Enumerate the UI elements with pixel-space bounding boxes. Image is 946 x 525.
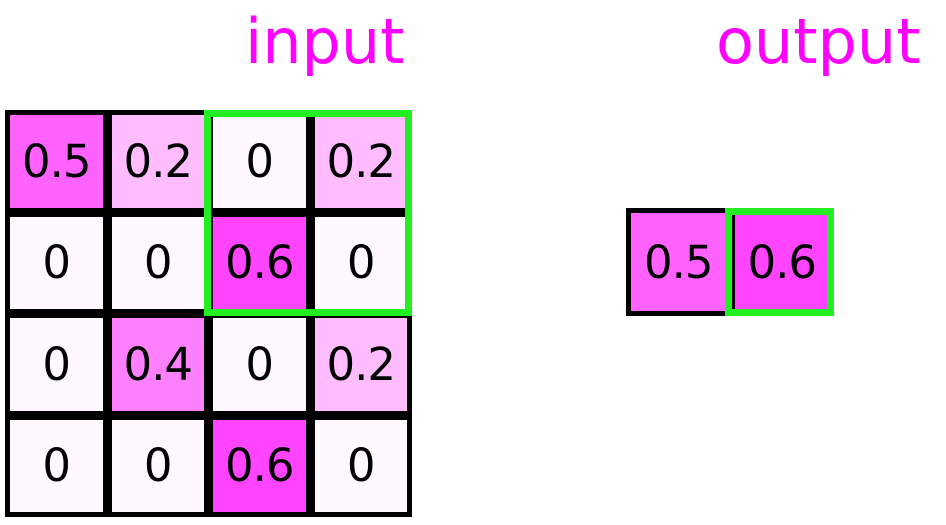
input-cell-r3-c3: 0	[314, 419, 407, 512]
output-title: output	[716, 5, 921, 78]
input-cell-r0-c2: 0	[213, 115, 306, 208]
input-cell-r3-c0: 0	[10, 419, 103, 512]
output-cell-r0-c1: 0.6	[734, 213, 829, 311]
input-cell-r2-c3: 0.2	[314, 318, 407, 411]
input-cell-r2-c0: 0	[10, 318, 103, 411]
input-cell-r1-c0: 0	[10, 216, 103, 309]
input-cell-r3-c2: 0.6	[213, 419, 306, 512]
input-cell-r2-c1: 0.4	[111, 318, 204, 411]
input-cell-r0-c1: 0.2	[111, 115, 204, 208]
output-cell-r0-c0: 0.5	[631, 213, 726, 311]
input-cell-r1-c2: 0.6	[213, 216, 306, 309]
input-cell-r3-c1: 0	[111, 419, 204, 512]
input-cell-r2-c2: 0	[213, 318, 306, 411]
input-cell-r1-c1: 0	[111, 216, 204, 309]
input-cell-r0-c3: 0.2	[314, 115, 407, 208]
input-cell-r0-c0: 0.5	[10, 115, 103, 208]
input-cell-r1-c3: 0	[314, 216, 407, 309]
input-title: input	[245, 5, 405, 78]
